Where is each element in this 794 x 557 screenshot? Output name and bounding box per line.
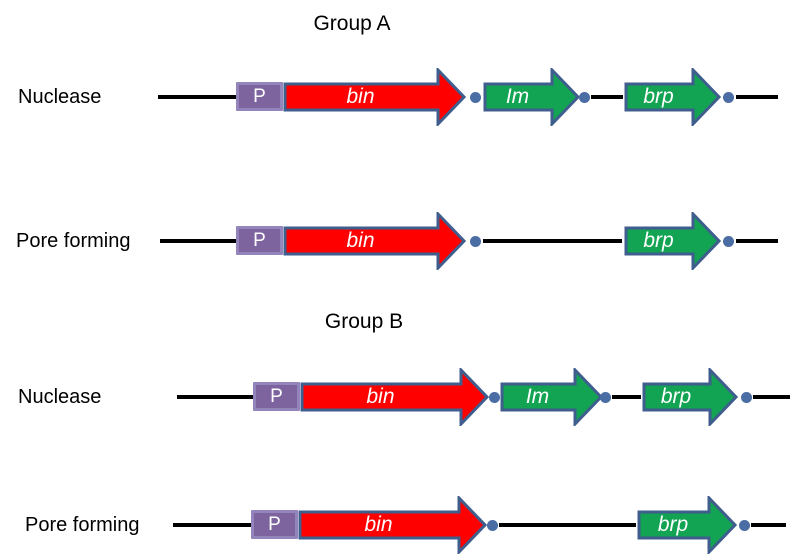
terminator-dot xyxy=(723,92,734,103)
promoter-box: P xyxy=(253,382,300,411)
row-label: Nuclease xyxy=(18,86,102,108)
dna-line xyxy=(591,95,623,99)
gene-label-bin: bin xyxy=(346,229,375,252)
operon-row-b-pore-forming: Pore forming P bin brp xyxy=(0,496,794,554)
group-b-title: Group B xyxy=(324,310,404,333)
promoter-box: P xyxy=(251,510,298,539)
gene-arrow-bin: bin xyxy=(298,496,487,554)
row-label: Pore forming xyxy=(25,514,140,536)
terminator-dot xyxy=(470,236,481,247)
gene-arrow-im: Im xyxy=(500,368,603,426)
terminator-dot xyxy=(600,392,611,403)
dna-line xyxy=(160,239,237,243)
promoter-box: P xyxy=(236,82,283,111)
promoter-label: P xyxy=(268,514,281,535)
gene-label-im: Im xyxy=(525,385,550,408)
terminator-dot xyxy=(723,236,734,247)
gene-label-bin: bin xyxy=(364,513,393,536)
gene-arrow-bin: bin xyxy=(283,212,466,270)
promoter-label: P xyxy=(253,86,266,107)
gene-label-brp: brp xyxy=(660,385,692,408)
dna-line xyxy=(753,395,790,399)
operon-row-a-nuclease: Nuclease P bin Im brp xyxy=(0,68,794,126)
gene-arrow-brp: brp xyxy=(624,212,721,270)
dna-line xyxy=(736,239,778,243)
promoter-label: P xyxy=(270,386,283,407)
dna-line xyxy=(612,395,641,399)
terminator-dot xyxy=(470,92,481,103)
promoter-box: P xyxy=(236,226,283,255)
terminator-dot xyxy=(487,520,498,531)
gene-arrow-brp: brp xyxy=(637,496,737,554)
dna-line xyxy=(177,395,254,399)
gene-label-brp: brp xyxy=(643,85,674,108)
terminator-dot xyxy=(579,92,590,103)
gene-arrow-brp: brp xyxy=(624,68,721,126)
operon-row-a-pore-forming: Pore forming P bin brp xyxy=(0,212,794,270)
row-label: Pore forming xyxy=(16,230,131,252)
gene-arrow-bin: bin xyxy=(283,68,466,126)
gene-arrow-bin: bin xyxy=(300,368,489,426)
dna-line xyxy=(751,523,786,527)
dna-line xyxy=(158,95,237,99)
dna-line xyxy=(483,239,622,243)
group-a-title: Group A xyxy=(313,12,391,35)
dna-line xyxy=(173,523,252,527)
gene-label-bin: bin xyxy=(366,385,395,408)
operon-row-b-nuclease: Nuclease P bin Im brp xyxy=(0,368,794,426)
terminator-dot xyxy=(739,520,750,531)
gene-label-brp: brp xyxy=(643,229,674,252)
gene-arrow-im: Im xyxy=(483,68,580,126)
gene-label-brp: brp xyxy=(657,513,689,536)
gene-arrow-brp: brp xyxy=(642,368,738,426)
row-label: Nuclease xyxy=(18,386,102,408)
terminator-dot xyxy=(489,392,500,403)
dna-line xyxy=(499,523,636,527)
promoter-label: P xyxy=(253,230,266,251)
gene-label-bin: bin xyxy=(346,85,375,108)
gene-label-im: Im xyxy=(505,85,530,108)
terminator-dot xyxy=(741,392,752,403)
dna-line xyxy=(736,95,778,99)
